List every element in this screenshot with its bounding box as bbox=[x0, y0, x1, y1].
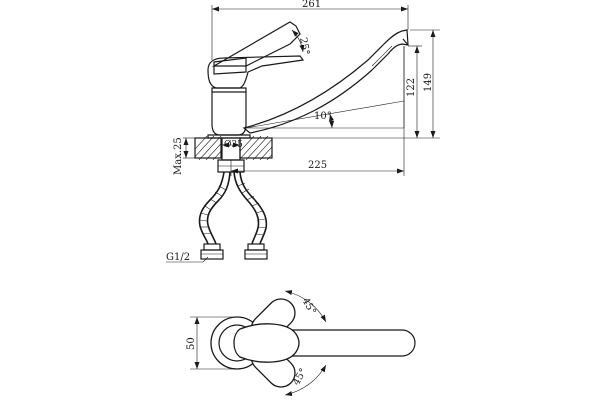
swivel-arc-lower bbox=[284, 364, 327, 396]
side-view: 25° Ø35 bbox=[166, 0, 440, 263]
spout-angle-label: 10° bbox=[314, 111, 332, 122]
top-spout bbox=[252, 329, 416, 357]
spout-angle-arc bbox=[329, 113, 335, 129]
spout-height-label: 122 bbox=[406, 78, 417, 97]
lever-angle-label: 25° bbox=[297, 37, 311, 56]
total-length-label: 261 bbox=[302, 0, 321, 10]
hose-thread-leader-tip bbox=[202, 256, 209, 263]
overall-height-label: 149 bbox=[423, 73, 434, 92]
spout-inner-line bbox=[371, 45, 393, 67]
hose-fitting-right bbox=[247, 243, 265, 251]
spout-aerator bbox=[402, 38, 409, 46]
hose-fitting-left-thread bbox=[200, 249, 224, 260]
flexible-hoses bbox=[198, 171, 268, 260]
lever-handle bbox=[207, 55, 305, 89]
swivel-arc-upper bbox=[284, 290, 327, 323]
swivel-angle-upper-label: 45° bbox=[299, 296, 317, 317]
lever-angle-arc bbox=[291, 29, 305, 53]
reach-label: 225 bbox=[308, 160, 327, 171]
lever-handle-raised bbox=[211, 21, 301, 67]
lever-center bbox=[233, 323, 300, 363]
base-width-label: 50 bbox=[186, 337, 197, 350]
faucet-body bbox=[211, 87, 247, 136]
spout-angle-slant-line bbox=[245, 100, 405, 129]
hole-diameter-label: Ø35 bbox=[224, 139, 243, 150]
hose-thread-label: G1/2 bbox=[166, 252, 190, 263]
max-thickness-label: Max.25 bbox=[173, 137, 184, 175]
hose-fitting-left bbox=[203, 243, 221, 251]
top-view: 45° 45° 50 bbox=[186, 290, 416, 396]
hose-fitting-right-thread bbox=[244, 249, 268, 260]
lever-cartridge bbox=[213, 57, 247, 75]
